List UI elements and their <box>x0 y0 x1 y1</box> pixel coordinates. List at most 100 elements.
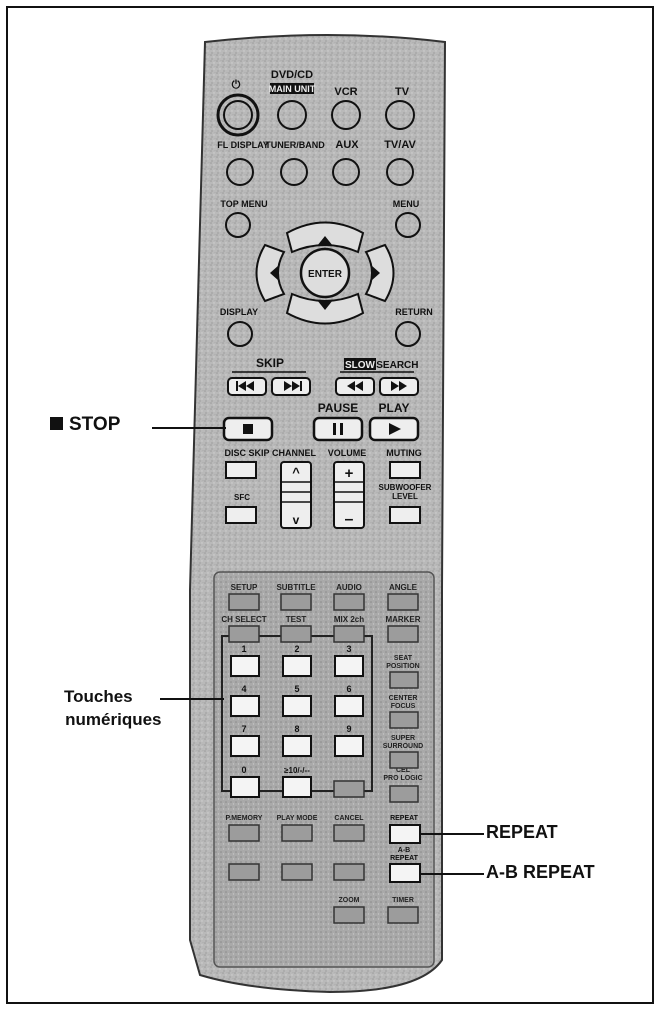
subtitle-button[interactable] <box>280 593 312 611</box>
top-menu-button[interactable] <box>225 212 251 238</box>
bottom-plus-button[interactable] <box>333 863 365 881</box>
repeat-label: REPEAT <box>390 815 419 822</box>
digit-label-7: 7 <box>241 724 246 734</box>
dvd-button[interactable] <box>277 100 307 130</box>
tv-button[interactable] <box>385 100 415 130</box>
subwoofer-level-button[interactable] <box>389 506 421 524</box>
ab-repeat-button[interactable] <box>389 863 421 883</box>
volume-label: VOLUME <box>328 448 367 458</box>
test-label: TEST <box>286 615 307 624</box>
super-surround-button[interactable] <box>389 751 419 769</box>
channel-label: CHANNEL <box>272 448 317 458</box>
digit-6-button[interactable] <box>334 695 364 717</box>
ten-plus-button[interactable] <box>282 776 312 798</box>
timer-button[interactable] <box>387 906 419 924</box>
power-button[interactable] <box>216 93 260 137</box>
subwoofer-label: SUBWOOFER <box>379 483 432 492</box>
stop-square-icon <box>50 417 63 430</box>
channel-down-icon: v <box>293 513 300 527</box>
tvav-button[interactable] <box>386 158 414 186</box>
pause-icon <box>333 423 343 435</box>
menu-label: MENU <box>393 199 420 209</box>
source-label-dvd: DVD/CD <box>271 69 313 81</box>
stop-icon <box>243 424 253 434</box>
pro-logic-button[interactable] <box>389 785 419 803</box>
level-label: LEVEL <box>392 492 418 501</box>
zoom-button[interactable] <box>333 906 365 924</box>
setup-button[interactable] <box>228 593 260 611</box>
ab-repeat-leader-line <box>420 873 484 875</box>
audio-button[interactable] <box>333 593 365 611</box>
pause-label: PAUSE <box>318 401 358 415</box>
p-memory-button[interactable] <box>228 824 260 842</box>
pause-button[interactable] <box>312 416 364 442</box>
enter-button[interactable] <box>299 247 351 299</box>
digit-7-button[interactable] <box>230 735 260 757</box>
angle-button[interactable] <box>387 593 419 611</box>
center-focus-button[interactable] <box>389 711 419 729</box>
muting-button[interactable] <box>389 461 421 479</box>
test-button[interactable] <box>280 625 312 643</box>
seat-position-button[interactable] <box>389 671 419 689</box>
display-button[interactable] <box>227 321 253 347</box>
digit-label-1: 1 <box>241 644 246 654</box>
digit-4-button[interactable] <box>230 695 260 717</box>
digit-label-0: 0 <box>241 765 246 775</box>
menu-button[interactable] <box>395 212 421 238</box>
repeat-button[interactable] <box>389 824 421 844</box>
repeat-leader-line <box>420 833 484 835</box>
digit-9-button[interactable] <box>334 735 364 757</box>
ten-plus-label: ≥10/-/-- <box>284 766 310 775</box>
search-label: /SEARCH <box>373 360 418 371</box>
digit-label-6: 6 <box>346 684 351 694</box>
channel-rocker[interactable] <box>280 461 312 529</box>
return-button[interactable] <box>395 321 421 347</box>
tuner-band-label: TUNER/BAND <box>265 140 325 150</box>
digit-1-button[interactable] <box>230 655 260 677</box>
stop-leader-line <box>152 427 226 429</box>
pro-logic-label: PRO LOGIC <box>383 775 422 782</box>
fl-display-button[interactable] <box>226 158 254 186</box>
sfc-button[interactable] <box>225 506 257 524</box>
ab-repeat-callout: A-B REPEAT <box>486 862 595 882</box>
digit-extra-button[interactable] <box>333 780 365 798</box>
digit-label-3: 3 <box>346 644 351 654</box>
center-label: CENTER <box>389 695 418 702</box>
stop-callout: STOP <box>50 414 120 436</box>
aux-button[interactable] <box>332 158 360 186</box>
marker-label: MARKER <box>385 615 420 624</box>
bottom-minus-button[interactable] <box>281 863 313 881</box>
volume-rocker[interactable] <box>333 461 365 529</box>
return-label: RETURN <box>395 307 433 317</box>
marker-button[interactable] <box>387 625 419 643</box>
digit-5-button[interactable] <box>282 695 312 717</box>
cancel-label: CANCEL <box>334 815 364 822</box>
source-label-vcr: VCR <box>334 86 357 98</box>
zoom-label: ZOOM <box>339 897 360 904</box>
tuner-band-button[interactable] <box>280 158 308 186</box>
direction-pad: ENTER <box>255 221 395 325</box>
volume-up-icon: + <box>345 465 354 482</box>
digit-label-2: 2 <box>294 644 299 654</box>
touches-callout: Touches numériques <box>64 685 163 731</box>
play-icon <box>389 423 401 435</box>
digit-label-5: 5 <box>294 684 299 694</box>
play-label: PLAY <box>379 401 410 415</box>
bottom-left-button[interactable] <box>228 863 260 881</box>
muting-label: MUTING <box>386 448 422 458</box>
sfc-label: SFC <box>234 493 250 502</box>
setup-label: SETUP <box>231 583 258 592</box>
play-mode-button[interactable] <box>281 824 313 842</box>
digit-0-button[interactable] <box>230 776 260 798</box>
digit-8-button[interactable] <box>282 735 312 757</box>
slow-label: SLOW <box>345 360 376 371</box>
vcr-button[interactable] <box>331 100 361 130</box>
cancel-button[interactable] <box>333 824 365 842</box>
disc-skip-button[interactable] <box>225 461 257 479</box>
channel-up-icon: ^ <box>292 465 300 480</box>
digit-2-button[interactable] <box>282 655 312 677</box>
mix2ch-button[interactable] <box>333 625 365 643</box>
digit-3-button[interactable] <box>334 655 364 677</box>
ch-select-button[interactable] <box>228 625 260 643</box>
mix2ch-label: MIX 2ch <box>334 615 364 624</box>
